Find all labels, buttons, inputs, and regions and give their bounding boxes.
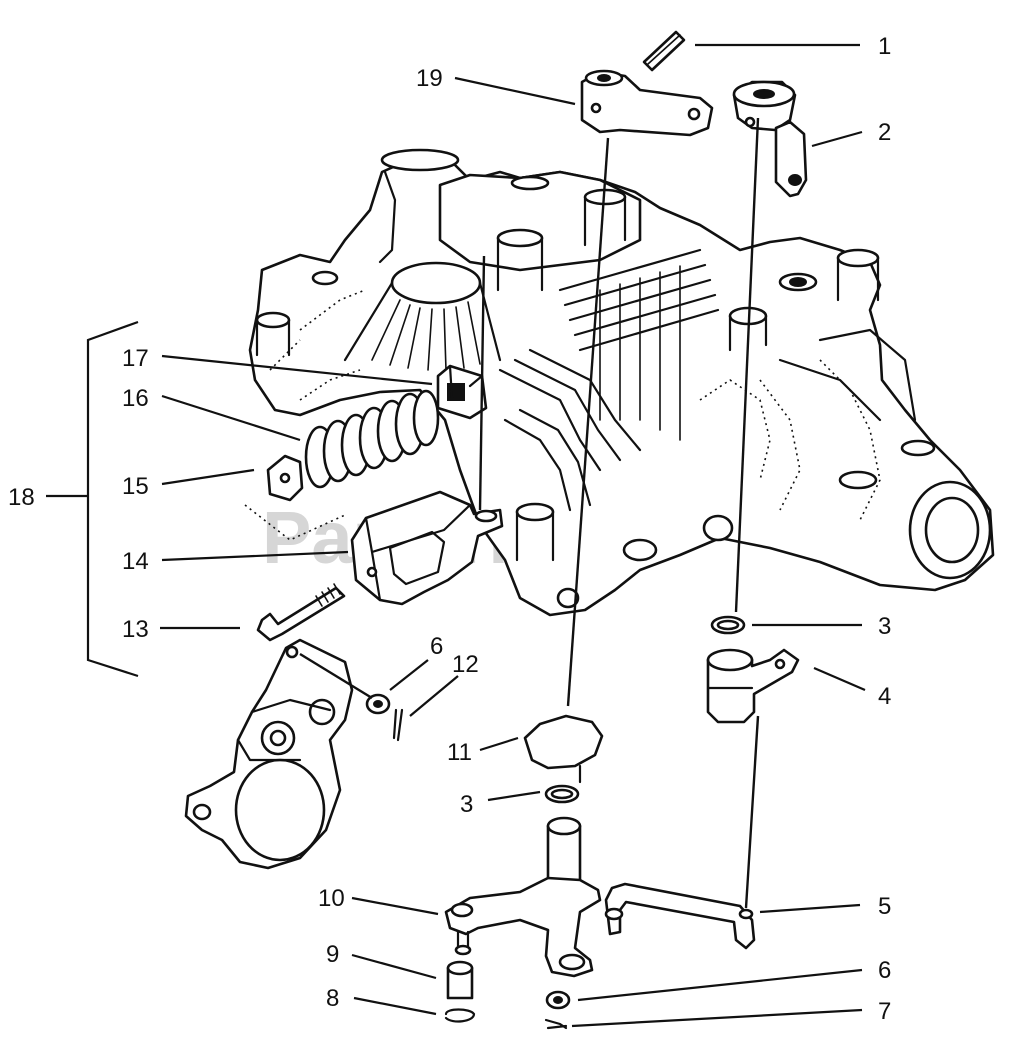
svg-text:3: 3 [878, 613, 891, 640]
svg-text:13: 13 [122, 616, 149, 643]
callout-17: 17 [122, 345, 433, 386]
callout-2: 2 [811, 119, 891, 148]
svg-text:1: 1 [878, 33, 891, 60]
callout-1: 1 [695, 33, 891, 60]
callout-19: 19 [416, 65, 576, 106]
washer-6-lower [545, 990, 571, 1010]
o-ring-3-lower [544, 784, 580, 804]
mounting-bracket [184, 638, 354, 870]
o-ring-3-upper [710, 615, 746, 635]
svg-text:18: 18 [8, 484, 35, 511]
threaded-rod-13 [256, 583, 346, 642]
callout-3-upper: 3 [752, 613, 891, 640]
retaining-clip-8 [444, 1008, 476, 1023]
assembly-axes [299, 117, 760, 909]
callout-6-left: 6 [389, 633, 443, 691]
svg-text:8: 8 [326, 985, 339, 1012]
svg-text:10: 10 [318, 885, 345, 912]
control-arm-19 [580, 69, 714, 137]
bracket-14 [350, 490, 504, 606]
callout-11: 11 [447, 736, 519, 766]
svg-text:11: 11 [447, 739, 472, 766]
control-collar-2 [732, 80, 808, 198]
svg-text:6: 6 [878, 957, 891, 984]
svg-text:3: 3 [460, 791, 473, 818]
svg-text:4: 4 [878, 683, 891, 710]
callout-12: 12 [409, 651, 479, 717]
callout-14: 14 [122, 548, 349, 575]
svg-text:7: 7 [878, 998, 891, 1025]
callout-13: 13 [122, 616, 240, 643]
pin-1 [642, 30, 686, 72]
spring-16 [304, 389, 440, 489]
spring-clip-15 [244, 454, 346, 541]
retaining-clip-7 [544, 1018, 568, 1030]
svg-text:9: 9 [326, 941, 339, 968]
callout-9: 9 [326, 941, 437, 980]
link-rod-5 [604, 882, 756, 950]
svg-text:15: 15 [122, 473, 149, 500]
lower-arm-10 [444, 816, 602, 978]
control-shaft-4 [706, 648, 800, 724]
callout-10: 10 [318, 885, 439, 916]
cotter-pin-12 [392, 708, 404, 742]
retainer-17 [436, 364, 488, 420]
washer-6-left [365, 693, 391, 715]
svg-text:6: 6 [430, 633, 443, 660]
svg-text:5: 5 [878, 893, 891, 920]
spacer-9 [446, 960, 474, 1000]
callout-4: 4 [813, 666, 891, 710]
callout-15: 15 [122, 468, 255, 500]
callout-5: 5 [759, 893, 891, 920]
callout-7: 7 [571, 998, 891, 1028]
callout-8: 8 [326, 985, 437, 1016]
seal-11 [523, 714, 604, 784]
callout-16: 16 [122, 385, 301, 442]
svg-text:17: 17 [122, 345, 149, 372]
svg-text:19: 19 [416, 65, 443, 92]
svg-text:12: 12 [452, 651, 479, 678]
callout-18-bracket: 18 [8, 320, 139, 678]
callout-6-lower: 6 [577, 957, 891, 1002]
callout-3-lower: 3 [460, 790, 541, 818]
svg-text:16: 16 [122, 385, 149, 412]
svg-text:2: 2 [878, 119, 891, 146]
svg-text:14: 14 [122, 548, 149, 575]
